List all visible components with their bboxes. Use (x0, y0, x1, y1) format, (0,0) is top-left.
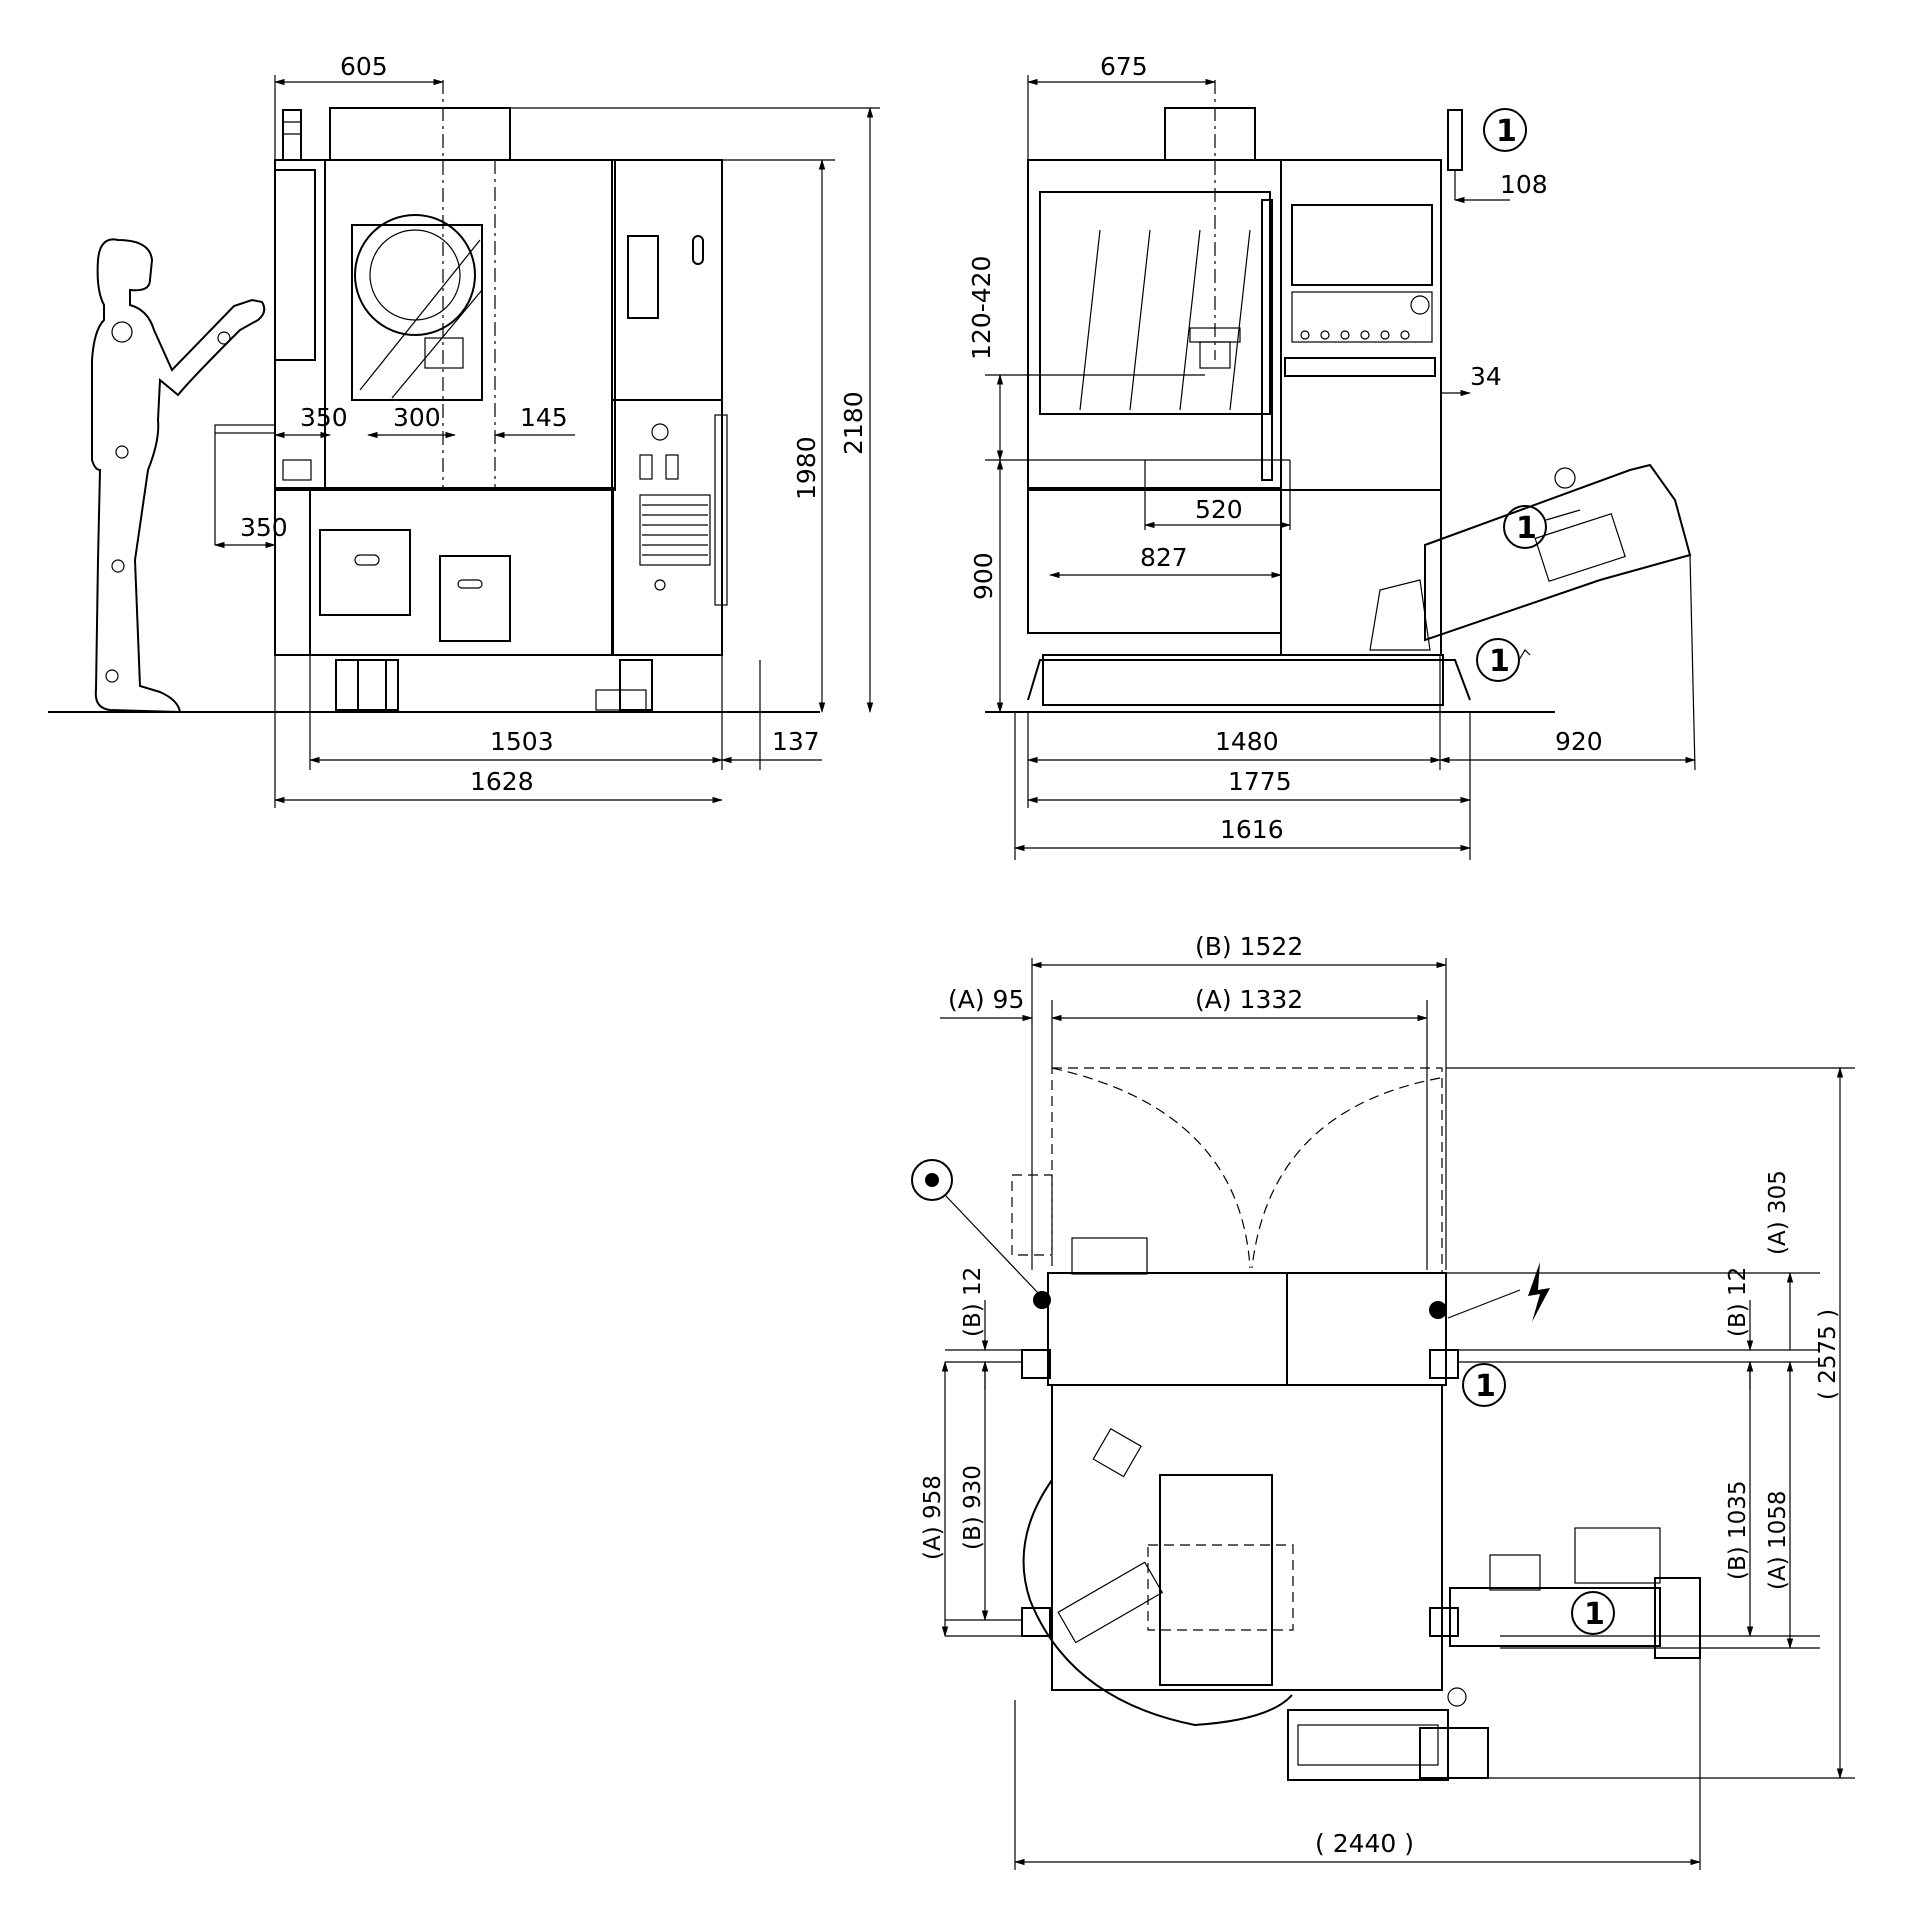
support-pad (1429, 1607, 1459, 1637)
callout-number: 1 (1516, 511, 1537, 546)
tool-magazine (354, 214, 476, 336)
dim-b1035: (B) 1035 (1725, 1480, 1751, 1580)
callout-marker (1483, 108, 1527, 152)
spindle-housing-top (1159, 1474, 1273, 1686)
dim-b12-left: (B) 12 (960, 1267, 986, 1337)
operator-silhouette (91, 238, 266, 714)
dim-120-420: 120-420 (967, 256, 996, 360)
coolant-tank-panel (319, 529, 411, 616)
front-view: 605 350 300 145 350 1503 137 1628 1980 2… (48, 52, 880, 808)
machine-base (274, 487, 614, 656)
control-panel-arm (274, 169, 316, 361)
dim-827: 827 (1140, 543, 1188, 572)
dim-2575: ( 2575 ) (1815, 1309, 1841, 1400)
coolant-unit (1280, 489, 1442, 656)
anchor-point (1033, 1291, 1051, 1309)
callout-number: 1 (1489, 644, 1510, 679)
joint-marker (111, 559, 125, 573)
cabinet-display (627, 235, 659, 319)
front-door-window (1039, 191, 1271, 415)
signal-lamp (282, 109, 302, 161)
conveyor-motor (1574, 1527, 1661, 1584)
main-switch (651, 423, 669, 441)
anchor-symbol (911, 1159, 953, 1201)
dim-2180: 2180 (839, 391, 868, 455)
joint-marker (217, 331, 231, 345)
control-panel-housing (1280, 159, 1442, 491)
dim-1616: 1616 (1220, 815, 1284, 844)
callout-marker (1462, 1363, 1506, 1407)
dim-1980: 1980 (792, 436, 821, 500)
door-handle (1261, 199, 1273, 481)
dim-920: 920 (1555, 727, 1603, 756)
chip-guard-arc (1022, 1479, 1293, 1727)
roof-unit (329, 107, 511, 161)
base-front-panel (309, 487, 614, 656)
support-pad (1021, 1349, 1051, 1379)
enclosure-upper (1027, 159, 1282, 491)
anchor-point (1429, 1301, 1447, 1319)
dim-675: 675 (1100, 52, 1148, 81)
machine-roof-top (1047, 1272, 1447, 1386)
electrical-cabinet-bottom (611, 399, 723, 656)
chip-drawer-panel (439, 555, 511, 642)
dim-900: 900 (969, 552, 998, 600)
dim-350-lower: 350 (240, 513, 288, 542)
callout-marker (1571, 1591, 1615, 1635)
electrical-connection-icon (1528, 1262, 1550, 1322)
dim-a958: (A) 958 (920, 1475, 946, 1560)
dim-a1058: (A) 1058 (1765, 1490, 1791, 1590)
dim-34: 34 (1470, 362, 1502, 391)
roof-unit (1164, 107, 1256, 161)
vent-grille (639, 494, 711, 566)
dim-520: 520 (1195, 495, 1243, 524)
dim-605: 605 (340, 52, 388, 81)
cnc-screen (1291, 204, 1433, 286)
dim-137: 137 (772, 727, 820, 756)
callout-number: 1 (1475, 1369, 1496, 1404)
panel-shelf (1284, 357, 1436, 377)
dim-108: 108 (1500, 170, 1548, 199)
dim-1775: 1775 (1228, 767, 1292, 796)
support-pad (1429, 1349, 1459, 1379)
dim-2440: ( 2440 ) (1315, 1829, 1414, 1858)
dim-a305: (A) 305 (1765, 1170, 1791, 1255)
dim-a1332: (A) 1332 (1195, 985, 1303, 1014)
joint-marker (105, 669, 119, 683)
callout-number: 1 (1584, 1597, 1605, 1632)
chip-tray (1042, 654, 1444, 706)
joint-marker (115, 445, 129, 459)
support-pad (1021, 1607, 1051, 1637)
dim-300: 300 (393, 403, 441, 432)
work-tray (214, 424, 276, 434)
dim-1480: 1480 (1215, 727, 1279, 756)
callout-number: 1 (1496, 114, 1517, 149)
side-view: 675 108 120-420 34 520 827 900 1480 920 … (967, 52, 1697, 860)
dim-a95: (A) 95 (948, 985, 1024, 1014)
signal-lamp (1447, 109, 1463, 171)
dim-b12-right: (B) 12 (1725, 1267, 1751, 1337)
machine-body-top (1051, 1384, 1443, 1691)
leveling-foot (619, 659, 653, 711)
keyboard-panel (1287, 1709, 1449, 1781)
dim-1628: 1628 (470, 767, 534, 796)
dim-145: 145 (520, 403, 568, 432)
chip-conveyor (1424, 463, 1692, 642)
spindle-head (424, 337, 464, 369)
conveyor-top-view (1449, 1587, 1661, 1647)
callout-marker (1503, 505, 1547, 549)
door-window (351, 224, 483, 401)
dim-b1522: (B) 1522 (1195, 932, 1303, 961)
plan-view: 1 1 (B) 1522 (A) 1332 (A) 95 (A) 305 (B)… (911, 932, 1855, 1870)
leveling-foot (335, 659, 387, 711)
cnc-keypad (1291, 291, 1433, 343)
dim-b930: (B) 930 (960, 1465, 986, 1550)
dim-1503: 1503 (490, 727, 554, 756)
joint-marker (111, 321, 133, 343)
cabinet-handle (692, 235, 704, 265)
dim-350-upper: 350 (300, 403, 348, 432)
